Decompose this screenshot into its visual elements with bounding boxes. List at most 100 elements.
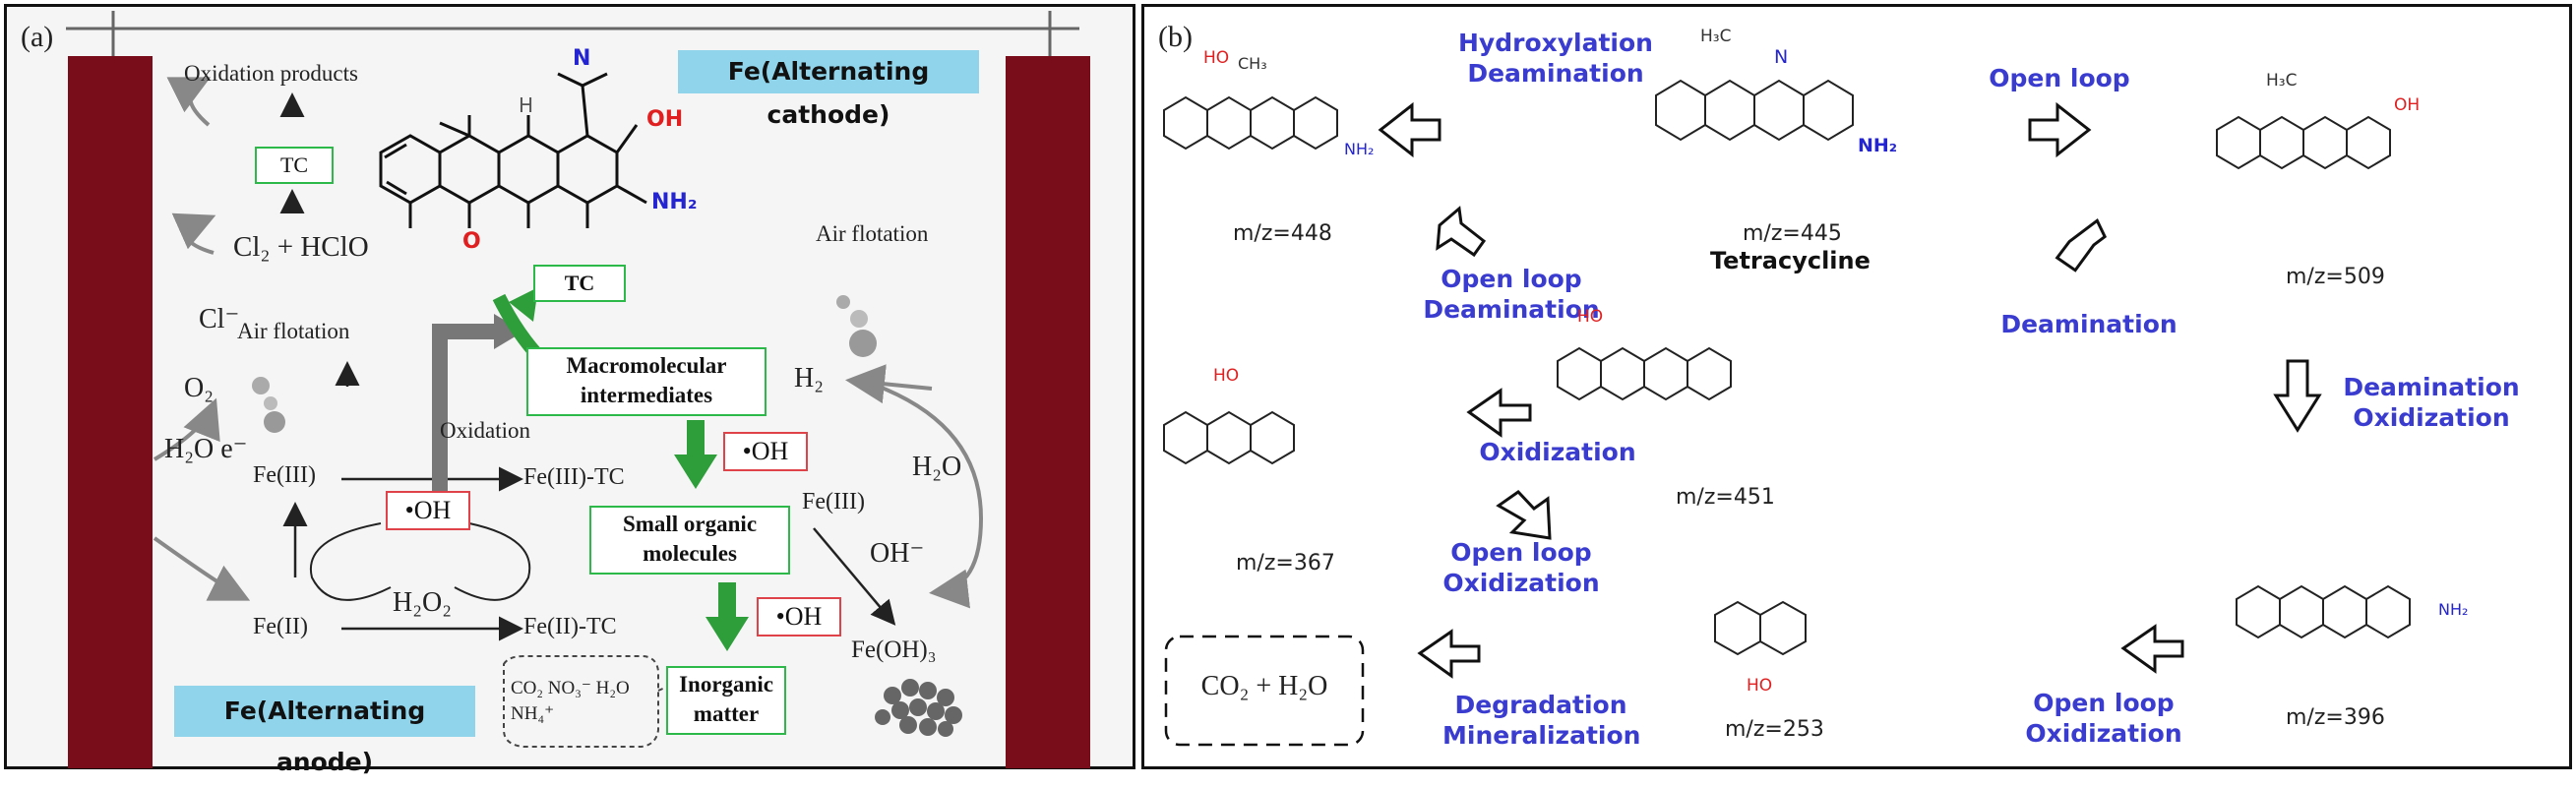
molecule-509 bbox=[2216, 115, 2391, 170]
struct-o-label: O bbox=[462, 229, 481, 254]
step-open-loop-top-label: Open loop bbox=[1989, 64, 2130, 92]
atom-nh2-396: NH₂ bbox=[2438, 600, 2469, 619]
panel-b-label: (b) bbox=[1158, 21, 1193, 53]
oh-radical-box-middle: •OH bbox=[723, 432, 808, 471]
atom-nh2-448: NH₂ bbox=[1344, 140, 1375, 158]
open-loop-text: Open loop bbox=[1441, 265, 1582, 293]
molecule-451 bbox=[1557, 346, 1732, 401]
mineralization-text: Mineralization bbox=[1442, 720, 1641, 750]
h2-text: H₂ bbox=[794, 363, 824, 394]
atom-nh2-445: NH₂ bbox=[1858, 135, 1898, 156]
atom-h3c-509: H₃C bbox=[2266, 71, 2298, 91]
struct-h-label: H bbox=[519, 93, 534, 117]
arrow-451-to-367 bbox=[1466, 388, 1532, 438]
fe-ii-tc-text: Fe(II)-TC bbox=[523, 614, 617, 639]
atom-ho-253: HO bbox=[1747, 676, 1773, 696]
step-deamination-label: Deamination bbox=[2000, 310, 2177, 338]
molecule-367 bbox=[1163, 410, 1295, 465]
arrow-448-to-451 bbox=[1436, 206, 1487, 258]
panel-a-label: (a) bbox=[21, 21, 54, 53]
cathode-label: Fe(Alternating cathode) bbox=[678, 50, 979, 129]
cl2-hclo-text: Cl₂ + HClO bbox=[233, 231, 369, 263]
oxidization-text-3: Oxidization bbox=[2025, 718, 2182, 748]
air-flotation-right-text: Air flotation bbox=[816, 221, 929, 246]
inorganic-matter-box: Inorganic matter bbox=[666, 666, 786, 735]
atom-oh-509: OH bbox=[2394, 95, 2421, 115]
oxidation-text: Oxidation bbox=[440, 418, 530, 443]
atom-h3c-445: H₃C bbox=[1700, 27, 1732, 46]
fe-oh3-text: Fe(OH)₃ bbox=[851, 636, 937, 663]
atom-ho-451: HO bbox=[1577, 307, 1604, 327]
deamination-text: Deamination bbox=[1467, 58, 1644, 88]
molecule-396 bbox=[2236, 584, 2411, 639]
mz-367-label: m/z=367 bbox=[1236, 551, 1335, 576]
oh-minus-text: OH⁻ bbox=[870, 538, 925, 569]
molecule-448 bbox=[1163, 95, 1338, 151]
deamination-text-2: Deamination bbox=[1423, 294, 1600, 324]
atom-ho-367: HO bbox=[1213, 366, 1240, 386]
open-loop-text-3: Open loop bbox=[2033, 689, 2175, 717]
tc-box-top: TC bbox=[255, 147, 334, 184]
fe-iii-tc-text: Fe(III)-TC bbox=[523, 464, 625, 490]
degradation-text: Degradation bbox=[1454, 691, 1627, 719]
cathode-electrode-right bbox=[1006, 56, 1090, 768]
panel-a-graphics bbox=[66, 11, 1090, 768]
step-oxidization-label: Oxidization bbox=[1479, 438, 1636, 466]
tc-box-middle: TC bbox=[533, 265, 626, 302]
atom-ho-448: HO bbox=[1203, 48, 1230, 68]
h2o2-text: H₂O₂ bbox=[393, 587, 452, 618]
arrow-509-to-451 bbox=[2055, 218, 2108, 273]
tetracycline-structure bbox=[379, 72, 647, 228]
struct-oh-label: OH bbox=[646, 107, 684, 132]
cathode-electrode-left bbox=[68, 56, 153, 768]
mz-253-label: m/z=253 bbox=[1725, 717, 1824, 742]
h2o-electron-text: H₂O e⁻ bbox=[164, 434, 248, 464]
arrow-396-to-253 bbox=[2120, 624, 2184, 674]
co2-h2o-box bbox=[1164, 635, 1365, 747]
arrow-tc-to-509 bbox=[2028, 101, 2092, 158]
oxidation-products-text: Oxidation products bbox=[184, 61, 358, 86]
arrow-451-to-253 bbox=[1496, 490, 1552, 540]
fe-iii-text: Fe(III) bbox=[253, 462, 316, 488]
struct-nh2-label: NH₂ bbox=[651, 190, 698, 214]
tetracycline-name: Tetracycline bbox=[1710, 247, 1871, 274]
atom-n-445: N bbox=[1774, 46, 1789, 68]
open-loop-text-2: Open loop bbox=[1450, 538, 1592, 567]
oh-radical-box-left: •OH bbox=[386, 491, 470, 530]
mz-451-label: m/z=451 bbox=[1676, 485, 1775, 510]
panel-b-graphics bbox=[1163, 79, 2411, 747]
mz-396-label: m/z=396 bbox=[2286, 705, 2385, 730]
cl-minus-text: Cl⁻ bbox=[199, 304, 240, 334]
arrow-253-to-co2 bbox=[1417, 629, 1481, 679]
molecule-445 bbox=[1655, 79, 1854, 142]
hydroxylation-text: Hydroxylation bbox=[1458, 29, 1653, 57]
arrow-tc-to-448 bbox=[1378, 101, 1441, 158]
struct-n-label: N bbox=[573, 46, 591, 71]
co2-h2o-text: CO₂ + H₂O bbox=[1200, 671, 1328, 701]
macromolecular-intermediates-box: Macromolecular intermediates bbox=[526, 347, 767, 416]
panel-a: (a) Fe(Alternating cathode) Fe(Alternati… bbox=[4, 4, 1135, 776]
fe-iii-right-text: Fe(III) bbox=[802, 489, 865, 515]
molecule-253 bbox=[1714, 600, 1807, 656]
arrow-509-to-396 bbox=[2273, 359, 2322, 433]
anode-label: Fe(Alternating anode) bbox=[174, 686, 475, 776]
air-flotation-left-text: Air flotation bbox=[237, 319, 350, 343]
inorganic-ions-text: CO₂ NO₃⁻ H₂O NH₄⁺ bbox=[511, 678, 630, 724]
h2o-right-text: H₂O bbox=[912, 452, 962, 482]
small-organic-molecules-box: Small organic molecules bbox=[589, 506, 790, 575]
oxidization-text: Oxidization bbox=[2353, 402, 2510, 432]
fe-ii-text: Fe(II) bbox=[253, 614, 308, 639]
oxidization-text-2: Oxidization bbox=[1442, 568, 1600, 597]
atom-ch3-448: CH₃ bbox=[1238, 54, 1267, 73]
mz-445-label: m/z=445 bbox=[1743, 221, 1842, 246]
mz-509-label: m/z=509 bbox=[2286, 265, 2385, 289]
deamination-text-3: Deamination bbox=[2343, 373, 2520, 401]
oh-radical-box-lower: •OH bbox=[757, 597, 841, 636]
